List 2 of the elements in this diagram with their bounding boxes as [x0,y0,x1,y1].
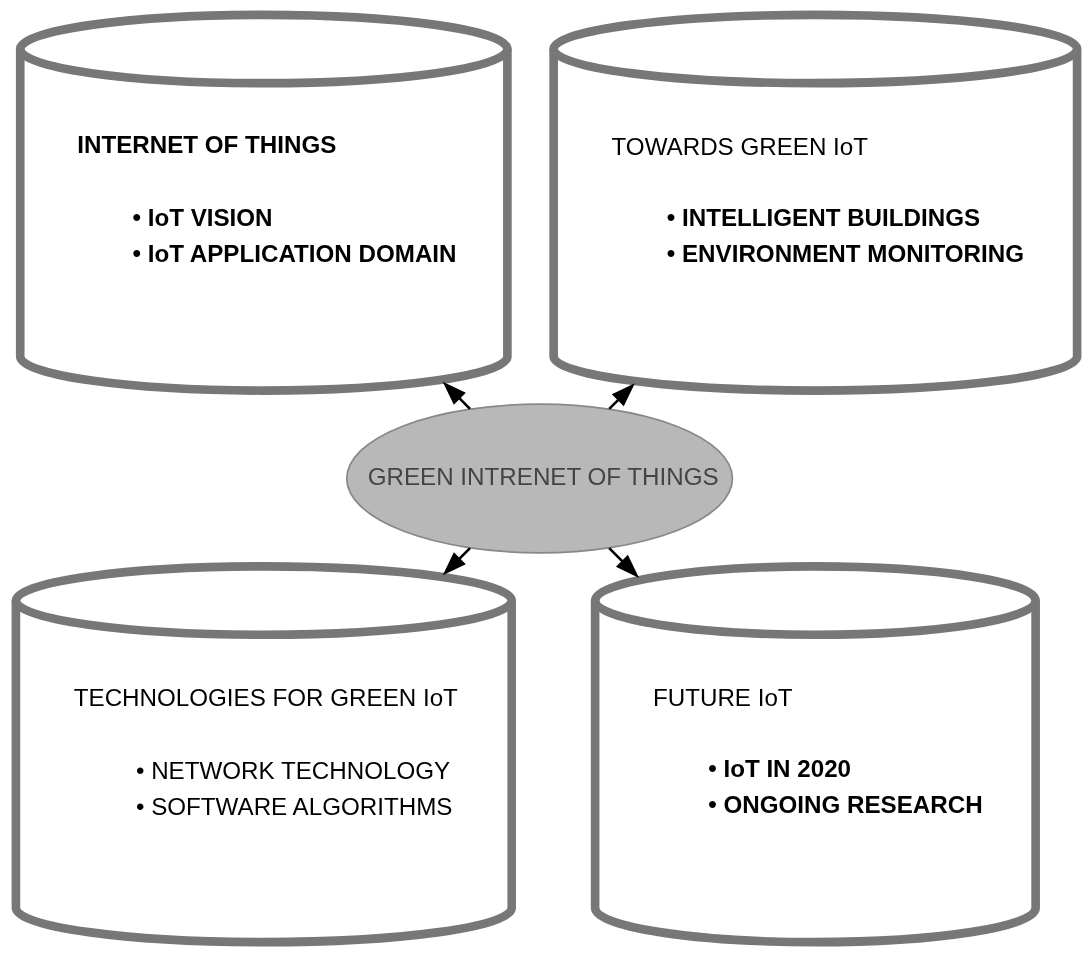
arrow [607,547,639,578]
node-ellipse: GREEN INTRENET OF THINGS [345,403,733,554]
